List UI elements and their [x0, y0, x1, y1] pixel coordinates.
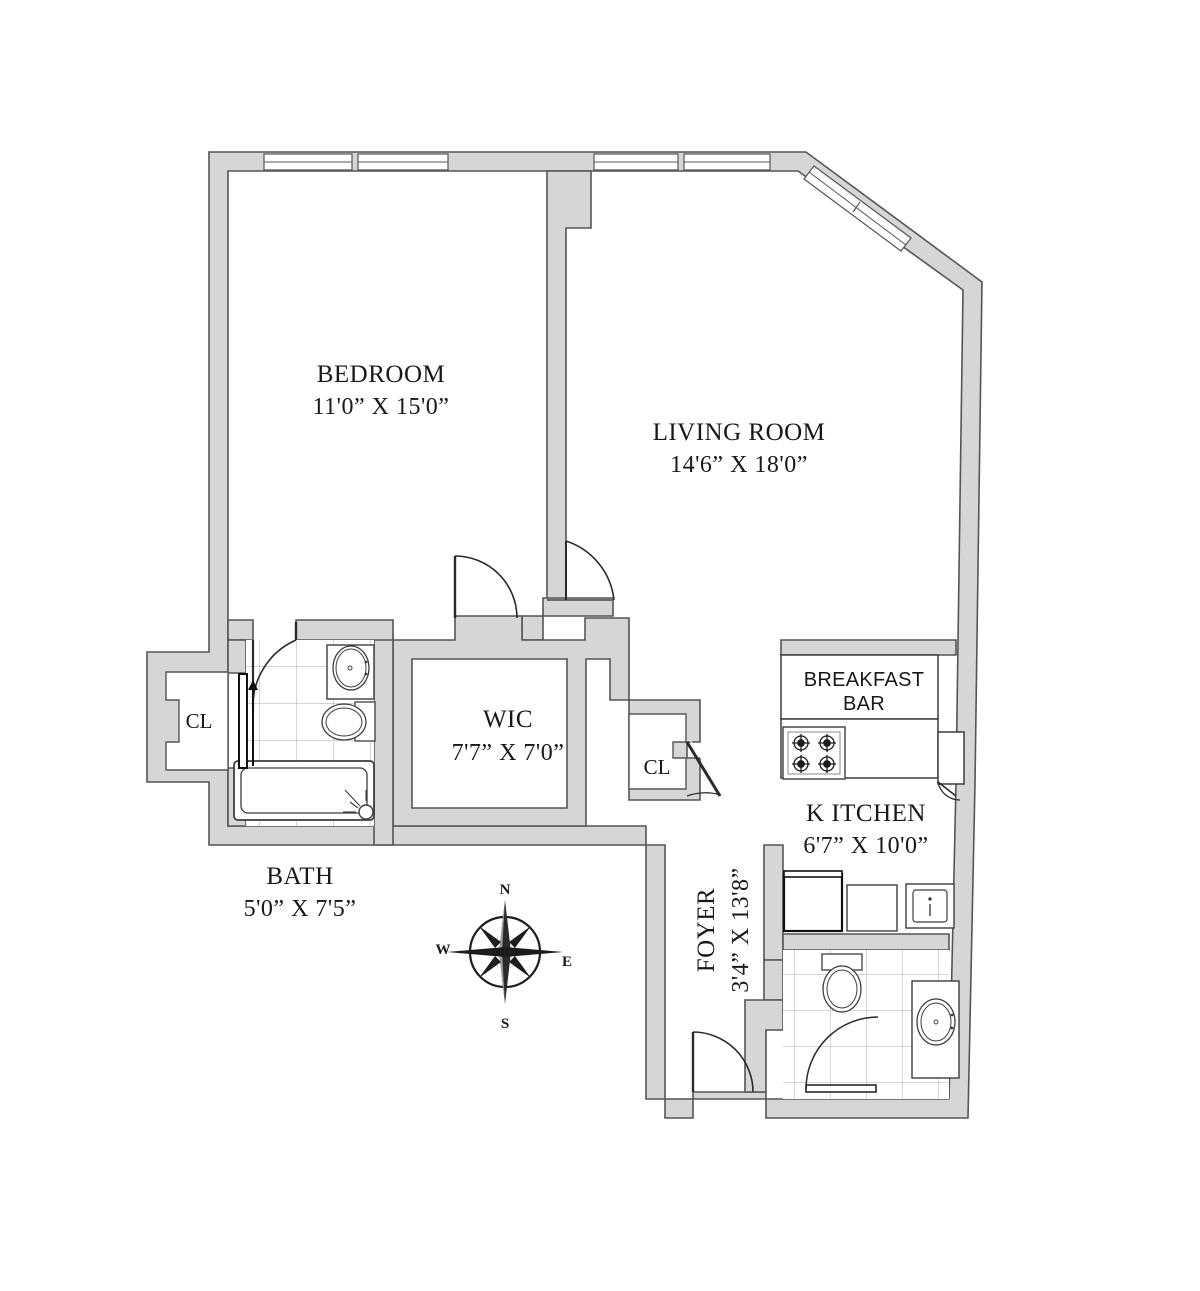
- living-room-dimensions: 14'6” X 18'0”: [670, 452, 808, 478]
- label-living-room: LIVING ROOM 14'6” X 18'0”: [653, 419, 826, 478]
- bedroom-dimensions: 11'0” X 15'0”: [313, 394, 450, 420]
- room-labels: BEDROOM 11'0” X 15'0” LIVING ROOM 14'6” …: [186, 361, 929, 993]
- living-room-door: [547, 540, 615, 601]
- kitchen-stove: [782, 726, 846, 780]
- kitchen-group: BREAKFAST BAR: [780, 654, 965, 933]
- wall-structure: [146, 151, 983, 1119]
- label-bedroom: BEDROOM 11'0” X 15'0”: [313, 361, 450, 420]
- powder-room-group: [783, 950, 960, 1099]
- bath-room-group: [233, 622, 376, 826]
- breakfast-bar-label-line2: BAR: [843, 693, 885, 715]
- bath-toilet: [321, 701, 376, 742]
- living-bay-window: [803, 165, 912, 252]
- bedroom-door: [453, 555, 518, 619]
- foyer-dimensions: 3'4” X 13'8”: [728, 867, 754, 992]
- kitchen-door: [937, 731, 965, 801]
- compass-south-label: S: [501, 1016, 509, 1032]
- living-room-name: LIVING ROOM: [653, 419, 826, 446]
- window-group: [263, 153, 912, 252]
- powder-toilet: [821, 953, 863, 1013]
- bedroom-name: BEDROOM: [317, 361, 446, 388]
- label-bath: BATH 5'0” X 7'5”: [244, 863, 357, 922]
- closet-label-bath: CL: [186, 709, 213, 733]
- kitchen-refrigerator: [782, 870, 844, 933]
- compass-barbs: [479, 926, 531, 978]
- compass-north-label: N: [500, 882, 511, 898]
- kitchen-dimensions: 6'7” X 10'0”: [803, 833, 928, 859]
- bath-dimensions: 5'0” X 7'5”: [244, 896, 357, 922]
- label-foyer: FOYER 3'4” X 13'8”: [693, 867, 754, 992]
- label-wic: WIC 7'7” X 7'0”: [452, 706, 565, 766]
- compass-east-label: E: [562, 954, 572, 970]
- compass-rose: N S E W: [436, 882, 573, 1032]
- bath-name: BATH: [266, 863, 333, 890]
- kitchen-sink: [846, 884, 898, 932]
- breakfast-bar: BREAKFAST BAR: [780, 654, 939, 720]
- closet-label-hall: CL: [644, 755, 671, 779]
- compass-needle-ew: [447, 947, 563, 957]
- wic-name: WIC: [483, 706, 533, 733]
- living-window-1: [683, 153, 771, 171]
- label-kitchen: K ITCHEN 6'7” X 10'0”: [803, 800, 928, 859]
- foyer-name: FOYER: [693, 888, 720, 972]
- wic-dimensions: 7'7” X 7'0”: [452, 740, 565, 766]
- entry-door: [691, 1031, 754, 1093]
- bedroom-window-2: [357, 153, 449, 171]
- powder-room-door: [805, 1016, 879, 1093]
- bath-sink: [326, 644, 375, 700]
- kitchen-dishwasher: [905, 883, 955, 929]
- bedroom-window-1: [263, 153, 353, 171]
- compass-west-label: W: [436, 942, 451, 958]
- door-group: [453, 540, 754, 1093]
- powder-sink: [911, 980, 960, 1079]
- breakfast-bar-label-line1: BREAKFAST: [804, 669, 925, 691]
- bath-tub: [233, 760, 375, 821]
- bedroom-window-3: [593, 153, 679, 171]
- bath-closet-door: [238, 673, 258, 769]
- kitchen-name: K ITCHEN: [806, 800, 926, 827]
- hall-closet-door: [685, 739, 724, 797]
